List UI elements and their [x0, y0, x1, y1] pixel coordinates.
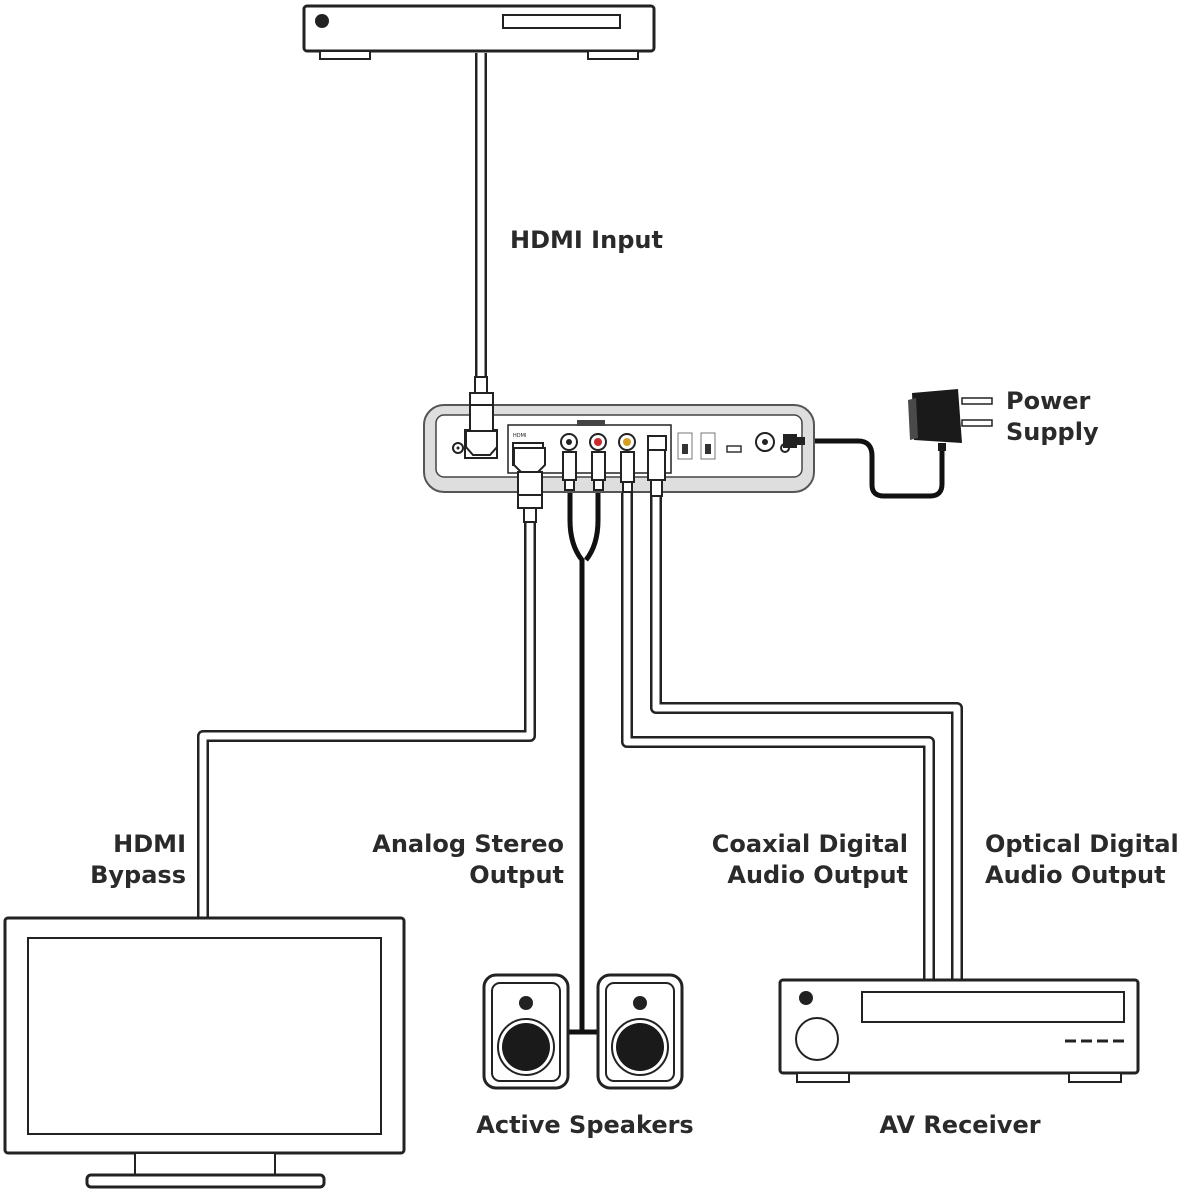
label-optical-digital-output: Optical Digital Audio Output	[985, 830, 1179, 889]
speaker-left	[482, 973, 570, 1090]
power-led-icon	[315, 14, 329, 28]
power-led-icon	[799, 991, 813, 1005]
volume-knob-icon	[795, 1017, 839, 1061]
label-hdmi-input: HDMI Input	[510, 226, 663, 254]
label-analog-stereo-output: Analog Stereo Output	[372, 830, 564, 889]
power-adapter-icon	[908, 389, 993, 451]
speaker-right	[596, 973, 684, 1090]
label-av-receiver: AV Receiver	[879, 1111, 1041, 1139]
cables	[197, 53, 963, 1035]
av-receiver	[778, 978, 1140, 1083]
source-device	[302, 4, 656, 60]
label-hdmi-bypass: HDMI Bypass	[90, 830, 186, 889]
label-active-speakers: Active Speakers	[476, 1111, 694, 1139]
connectors	[465, 376, 805, 523]
label-coaxial-digital-output: Coaxial Digital Audio Output	[711, 830, 908, 889]
port-label-hdmi: HDMI	[513, 433, 526, 439]
tv-display	[3, 916, 406, 1189]
label-power-supply: Power Supply	[1006, 387, 1099, 446]
